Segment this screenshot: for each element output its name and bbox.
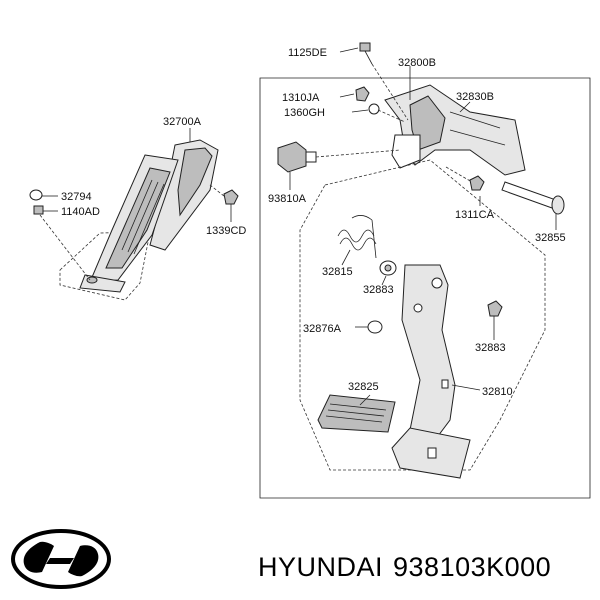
label-32876A: 32876A (303, 323, 342, 335)
label-32794: 32794 (61, 191, 92, 203)
bolt-1125DE (359, 42, 409, 121)
label-32700A: 32700A (163, 116, 202, 128)
label-32810: 32810 (482, 386, 513, 398)
bushing-32883-lower (487, 300, 503, 336)
label-1339CD: 1339CD (206, 225, 246, 237)
accelerator-pedal-32700A (59, 139, 219, 301)
nut-1339CD (209, 184, 239, 222)
pedal-pad-32825 (317, 394, 396, 433)
label-1360GH: 1360GH (284, 107, 325, 119)
label-32855: 32855 (535, 232, 566, 244)
switch-93810A (277, 141, 401, 173)
bushing-32883-upper (379, 260, 397, 276)
label-32815: 32815 (322, 266, 353, 278)
label-93810A: 93810A (268, 193, 307, 205)
label-1310JA: 1310JA (282, 92, 320, 104)
label-1140AD: 1140AD (61, 206, 100, 218)
hyundai-logo-icon (11, 529, 111, 589)
pin-32855 (501, 181, 565, 215)
assembly-frame-32800B (259, 77, 591, 499)
label-1311CA: 1311CA (455, 209, 495, 221)
spring-32815 (337, 215, 377, 259)
label-1125DE: 1125DE (288, 47, 327, 59)
bracket-32830B (384, 84, 526, 176)
brand-part-number: HYUNDAI 938103K000 (258, 552, 561, 583)
label-32825: 32825 (348, 381, 379, 393)
label-32883-upper: 32883 (363, 284, 394, 296)
bolt-1140AD (33, 205, 91, 281)
pedal-plate (391, 427, 471, 479)
washer-1360GH (368, 103, 406, 123)
label-32800B: 32800B (398, 57, 436, 69)
stopper-32876A (355, 320, 383, 334)
clip-32794 (29, 189, 58, 201)
label-32830B: 32830B (456, 91, 494, 103)
nut-1311CA (445, 166, 485, 191)
nut-1310JA (355, 86, 370, 102)
label-32883-lower: 32883 (475, 342, 506, 354)
part-number: 938103K000 (393, 552, 552, 582)
pedal-arm-32810 (401, 264, 456, 441)
brand-name: HYUNDAI (258, 552, 384, 582)
